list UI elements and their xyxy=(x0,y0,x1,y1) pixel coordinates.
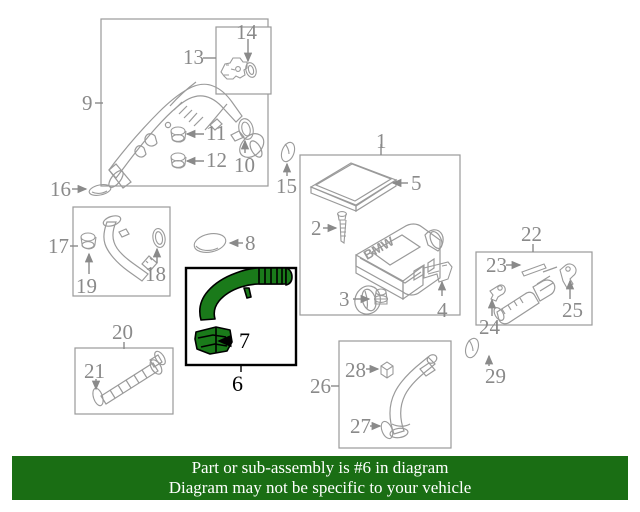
callout-3: 3 xyxy=(339,287,350,311)
notice-banner: Part or sub-assembly is #6 in diagram Di… xyxy=(12,456,628,500)
part-12-grommet xyxy=(170,152,187,169)
part-24-sensor xyxy=(489,284,506,302)
notice-line-2: Diagram may not be specific to your vehi… xyxy=(168,478,472,497)
callout-22: 22 xyxy=(521,222,542,246)
callout-5: 5 xyxy=(411,171,422,195)
callout-14: 14 xyxy=(236,20,257,44)
part-9-intake-duct xyxy=(108,81,265,189)
callout-26: 26 xyxy=(310,374,331,398)
part-20-pipe xyxy=(100,350,166,405)
part-15-seal xyxy=(280,141,296,163)
callout-7: 7 xyxy=(239,328,250,353)
part-28-connector xyxy=(380,361,394,379)
part-19-grommet xyxy=(80,232,97,250)
group-26-29-box xyxy=(338,340,452,449)
part-6-intake-hose xyxy=(199,267,293,321)
part-14-oring xyxy=(245,62,257,78)
callout-9: 9 xyxy=(82,91,93,115)
callout-18: 18 xyxy=(145,262,166,286)
part-23-clip xyxy=(521,263,547,277)
callout-17: 17 xyxy=(48,234,69,258)
part-22-sensor-pipe xyxy=(493,266,558,325)
part-18-ring xyxy=(152,228,166,248)
part-27-gasket xyxy=(380,420,394,440)
callout-4: 4 xyxy=(437,298,448,322)
part-29-gasket xyxy=(464,337,480,359)
callout-2: 2 xyxy=(311,216,322,240)
notice-line-1: Part or sub-assembly is #6 in diagram xyxy=(191,458,449,477)
callout-6: 6 xyxy=(232,371,243,396)
callout-28: 28 xyxy=(345,358,366,382)
callout-16: 16 xyxy=(50,177,71,201)
part-25-sensor xyxy=(559,263,577,289)
callout-20: 20 xyxy=(112,320,133,344)
callout-25: 25 xyxy=(562,298,583,322)
callout-19: 19 xyxy=(76,274,97,298)
part-8-cap xyxy=(193,233,227,253)
callout-13: 13 xyxy=(183,45,204,69)
part-16-gasket xyxy=(88,184,112,196)
callout-29: 29 xyxy=(485,364,506,388)
callout-24: 24 xyxy=(479,315,500,339)
part-10-seal-ring xyxy=(238,118,254,140)
group-13-14-inset-box xyxy=(215,26,272,95)
callout-15: 15 xyxy=(276,174,297,198)
callout-8: 8 xyxy=(245,231,256,255)
callout-23: 23 xyxy=(486,253,507,277)
part-4-bracket xyxy=(423,261,453,283)
callout-21: 21 xyxy=(84,359,105,383)
part-2-screw xyxy=(336,211,348,244)
callout-12: 12 xyxy=(206,148,227,172)
part-3-mount-grommet xyxy=(373,288,389,305)
part-26-hose xyxy=(389,354,438,439)
leader-lines xyxy=(70,39,575,431)
callout-1: 1 xyxy=(376,129,387,153)
callout-11: 11 xyxy=(206,121,227,145)
callout-10: 10 xyxy=(234,153,255,177)
part-11-grommet xyxy=(170,126,187,143)
callout-27: 27 xyxy=(350,414,371,438)
